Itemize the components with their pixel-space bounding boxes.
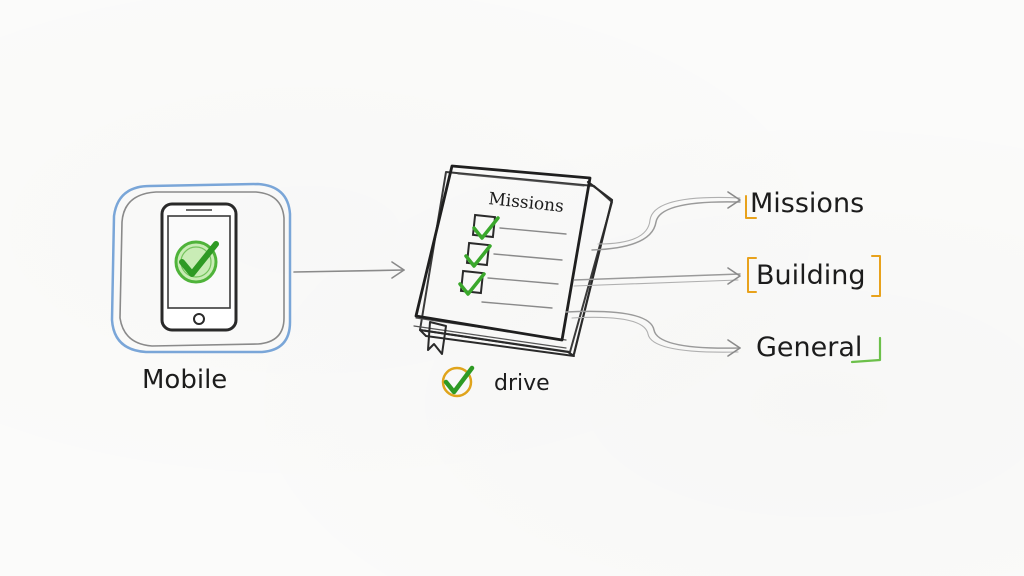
book-node[interactable]: Missions (413, 164, 614, 357)
mobile-frame (110, 182, 292, 354)
output-label-missions: Missions (750, 188, 864, 219)
arrow-mobile-to-book (293, 261, 405, 279)
book-icon (413, 164, 614, 357)
general-underline (850, 336, 882, 364)
output-label-building: Building (756, 260, 866, 291)
output-building[interactable]: Building (747, 255, 881, 297)
missions-bracket (745, 195, 757, 219)
arrow-to-building (573, 267, 741, 287)
drive-node[interactable]: drive (441, 365, 550, 398)
building-bracket-left (747, 257, 757, 293)
output-label-general: General (756, 332, 862, 363)
checkmark-icon (174, 240, 219, 284)
drive-label: drive (494, 371, 550, 396)
mobile-label: Mobile (142, 365, 227, 395)
phone-icon (160, 202, 238, 332)
arrow-to-missions (591, 191, 741, 251)
bookmark-icon (427, 321, 447, 355)
book-title: Missions (487, 189, 564, 217)
output-missions[interactable]: Missions (745, 188, 864, 219)
mobile-node[interactable]: Mobile (110, 182, 292, 395)
arrow-to-general (565, 310, 741, 357)
building-bracket-right (871, 255, 881, 297)
output-general[interactable]: General (756, 332, 882, 364)
drive-checkmark-icon (441, 365, 475, 398)
